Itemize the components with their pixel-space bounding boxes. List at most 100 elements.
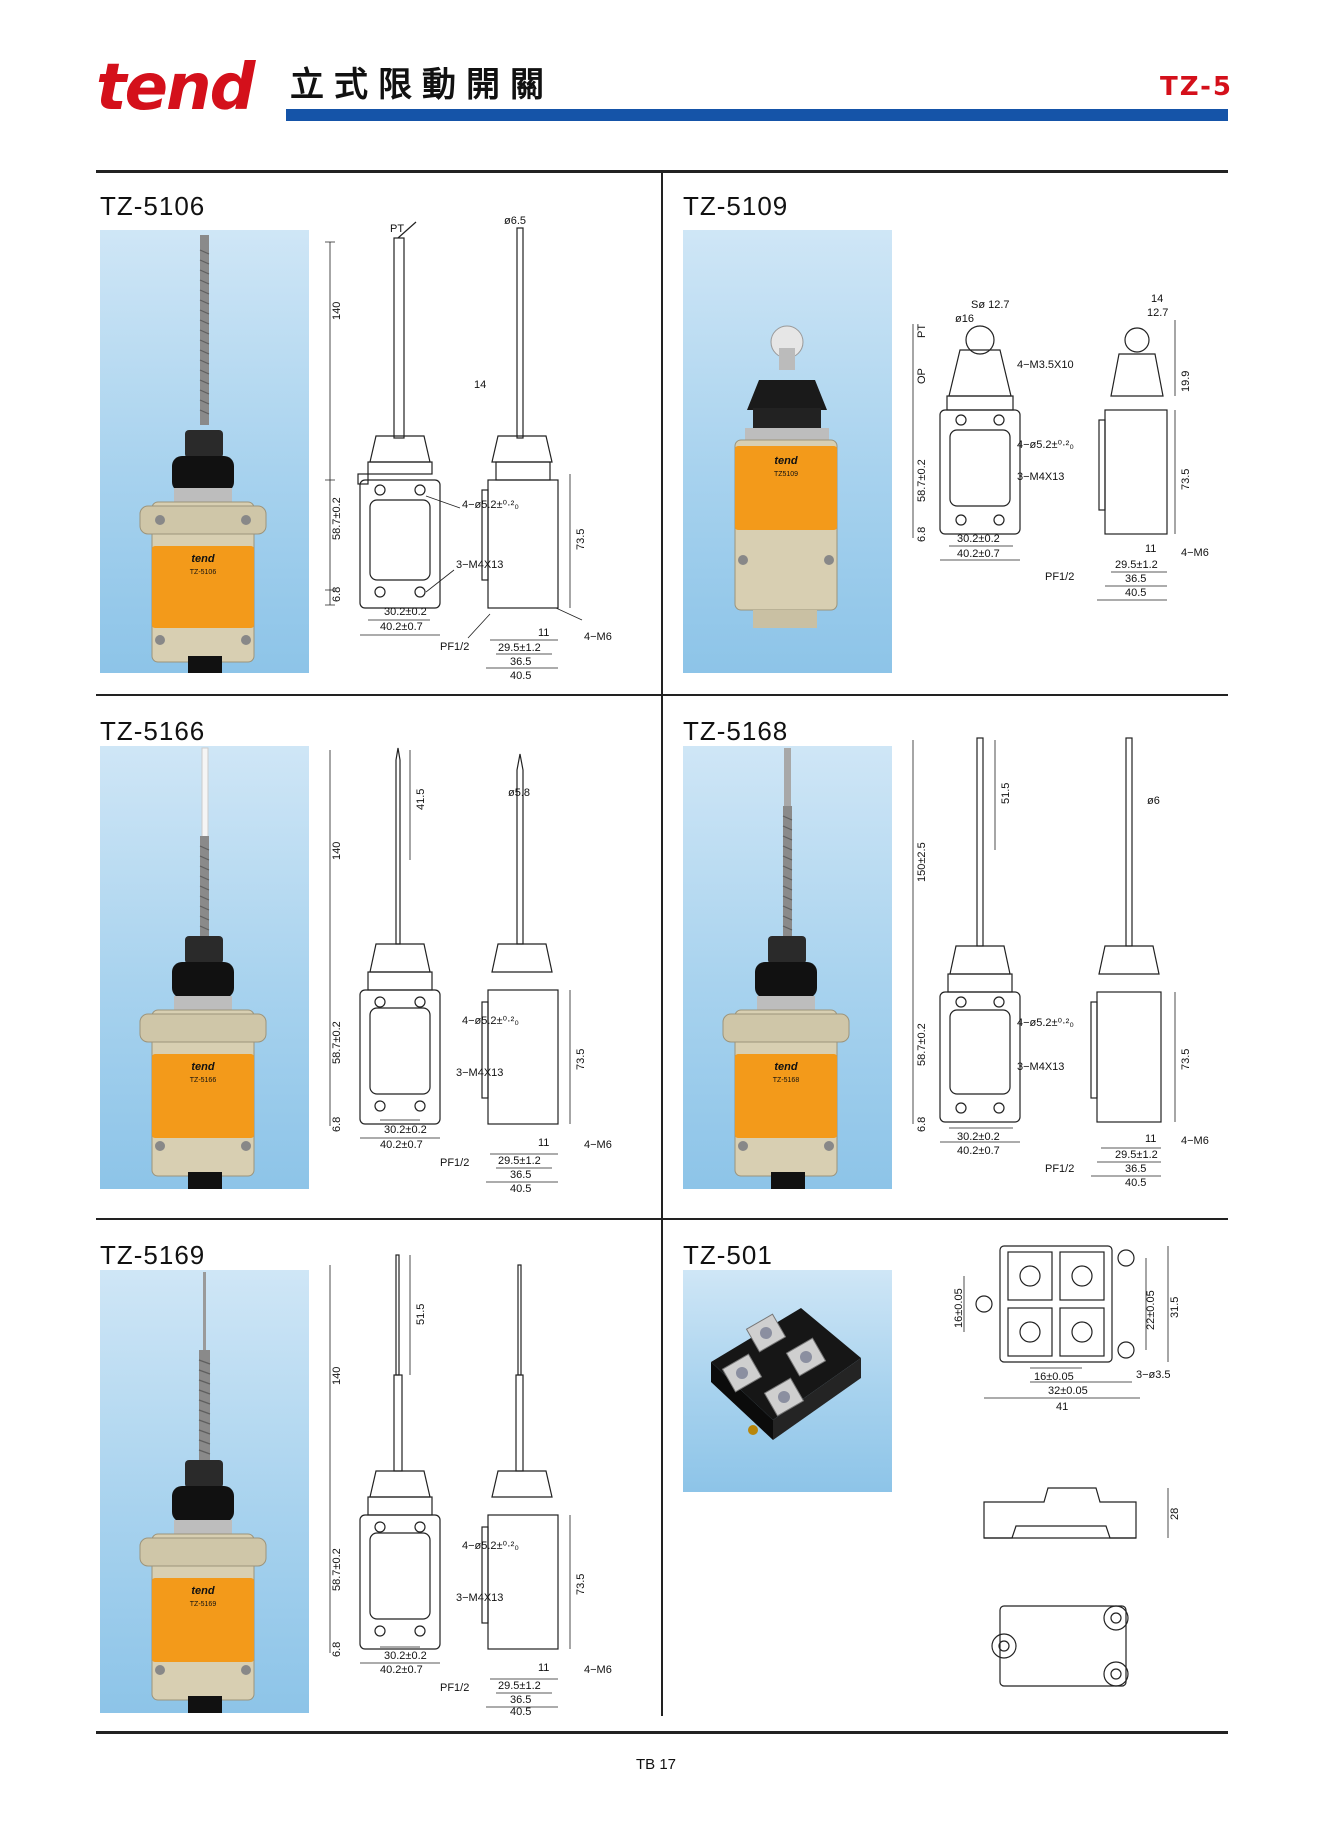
dim-height: 58.7±0.2 <box>331 1021 343 1064</box>
dim-pitch-h: 16±0.05 <box>1034 1371 1074 1383</box>
dim-rod-dia: ø6.5 <box>504 215 526 227</box>
dim-depth: 73.5 <box>575 1574 587 1595</box>
dim-pitch-v2: 22±0.05 <box>1145 1290 1157 1330</box>
dim-mount-holes: 4−ø5.2±⁰·²₀ <box>1017 439 1074 451</box>
page-number: TB 17 <box>636 1756 677 1773</box>
dim-height: 58.7±0.2 <box>331 1548 343 1591</box>
brand-label: tend <box>191 1585 215 1597</box>
dim-side-b: 29.5±1.2 <box>1115 1149 1158 1161</box>
dim-body-width: 40.2±0.7 <box>380 1139 423 1151</box>
drawing-tz5168: 51.5 ø6 150±2.5 58.7±0.2 6.8 4−ø5.2±⁰·²₀… <box>912 737 1209 1189</box>
series-code: TZ-5 <box>1160 72 1234 102</box>
dim-height: 58.7±0.2 <box>916 1023 928 1066</box>
drawing-tz501: 16±0.05 22±0.05 31.5 16±0.05 32±0.05 41 … <box>953 1245 1181 1687</box>
dim-pitch-v: 16±0.05 <box>953 1288 965 1328</box>
dim-screws: 3−M4X13 <box>1017 1061 1064 1073</box>
catalog-title: 立式限動開關 <box>290 65 554 105</box>
drawing-tz5166: 41.5 ø5.8 140 58.7±0.2 6.8 4−ø5.2±⁰·²₀ 3… <box>329 747 612 1195</box>
dim-depth: 73.5 <box>575 1049 587 1070</box>
dim-side-d: 40.5 <box>510 1706 531 1718</box>
dim-holes: 3−ø3.5 <box>1136 1369 1171 1381</box>
dim-width-top: 14 <box>1151 293 1163 305</box>
dim-base: 6.8 <box>916 1117 928 1132</box>
dim-depth: 73.5 <box>575 529 587 550</box>
dim-top-height: 19.9 <box>1180 371 1192 392</box>
dim-height: 58.7±0.2 <box>916 459 928 502</box>
brand-label: tend <box>774 455 798 467</box>
dim-length: 140 <box>331 1367 343 1385</box>
dim-base: 6.8 <box>916 527 928 542</box>
dim-rod-dia: ø5.8 <box>508 787 530 799</box>
drawing-tz5106: 140 58.7±0.2 6.8 30.2±0.2 40.2±0.7 PT ø6… <box>325 215 612 682</box>
dim-screws: 3−M4X13 <box>456 1067 503 1079</box>
dim-mount-holes: 4−ø5.2±⁰·²₀ <box>462 499 519 511</box>
dim-base: 6.8 <box>331 1642 343 1657</box>
dim-pt: PT <box>390 223 404 235</box>
dim-hole-spacing: 30.2±0.2 <box>957 533 1000 545</box>
model-title: TZ-5106 <box>100 191 206 221</box>
brand-label: tend <box>191 553 215 565</box>
product-photo-tz5109: tend TZ5109 <box>683 230 892 673</box>
dim-body-width: 40.2±0.7 <box>957 1145 1000 1157</box>
dim-base: 6.8 <box>331 1117 343 1132</box>
dim-thread: 4−M6 <box>584 631 612 643</box>
dim-side-c: 36.5 <box>1125 1163 1146 1175</box>
dim-hole-spacing: 30.2±0.2 <box>384 1650 427 1662</box>
dim-thread: 4−M6 <box>584 1664 612 1676</box>
model-title: TZ-5169 <box>100 1240 206 1270</box>
product-photo-tz5166: tend TZ-5166 <box>100 746 309 1189</box>
dim-height: 31.5 <box>1169 1297 1181 1318</box>
dim-tip: 51.5 <box>415 1304 427 1325</box>
dim-side-d: 40.5 <box>1125 1177 1146 1189</box>
dim-thickness: 28 <box>1169 1508 1181 1520</box>
brand-label: tend <box>774 1061 798 1073</box>
dim-side-c: 36.5 <box>1125 573 1146 585</box>
dim-side-d: 40.5 <box>510 670 531 682</box>
product-photo-tz501 <box>683 1270 892 1492</box>
dim-pt: PT <box>916 324 928 338</box>
header-bar <box>286 109 1228 121</box>
dim-mount-holes: 4−ø5.2±⁰·²₀ <box>462 1540 519 1552</box>
dim-side-d: 40.5 <box>1125 587 1146 599</box>
dim-length: 150±2.5 <box>916 842 928 882</box>
dim-conduit: PF1/2 <box>440 1682 469 1694</box>
row-divider-2 <box>96 1218 1228 1220</box>
dim-body-width: 40.2±0.7 <box>380 1664 423 1676</box>
product-photo-tz5169: tend TZ-5169 <box>100 1270 309 1713</box>
dim-mount-holes: 4−ø5.2±⁰·²₀ <box>462 1015 519 1027</box>
dim-body-width: 40.2±0.7 <box>957 548 1000 560</box>
dim-side-a: 11 <box>538 627 549 639</box>
column-divider <box>661 171 663 1716</box>
dim-side-b: 29.5±1.2 <box>1115 559 1158 571</box>
photo-model-label: TZ5109 <box>774 471 798 478</box>
dim-side-a: 11 <box>1145 543 1156 555</box>
photo-model-label: TZ-5169 <box>190 1601 217 1608</box>
dim-width-top2: 12.7 <box>1147 307 1168 319</box>
model-title: TZ-5109 <box>683 191 789 221</box>
dim-tip: 41.5 <box>415 789 427 810</box>
dim-side-c: 36.5 <box>510 656 531 668</box>
model-title: TZ-501 <box>683 1240 773 1270</box>
dim-length: 140 <box>331 842 343 860</box>
dim-conduit: PF1/2 <box>1045 1163 1074 1175</box>
dim-side-c: 36.5 <box>510 1694 531 1706</box>
dim-conduit: PF1/2 <box>440 641 469 653</box>
dim-mount-holes: 4−ø5.2±⁰·²₀ <box>1017 1017 1074 1029</box>
dim-hole-spacing: 30.2±0.2 <box>384 1124 427 1136</box>
brand-logo: tend <box>96 51 255 125</box>
dim-screws: 3−M4X13 <box>456 559 503 571</box>
dim-tip: 51.5 <box>1000 783 1012 804</box>
dim-op: OP <box>916 368 928 384</box>
dim-hole-spacing: 30.2±0.2 <box>957 1131 1000 1143</box>
model-title: TZ-5166 <box>100 716 206 746</box>
dim-sphere: Sø 12.7 <box>971 299 1010 311</box>
dim-screws: 3−M4X13 <box>456 1592 503 1604</box>
photo-model-label: TZ-5168 <box>773 1077 800 1084</box>
dim-conduit: PF1/2 <box>1045 571 1074 583</box>
dim-length: 140 <box>331 302 343 320</box>
dim-side-b: 29.5±1.2 <box>498 1155 541 1167</box>
product-photo-tz5106: tend TZ-5106 <box>100 230 309 673</box>
photo-model-label: TZ-5166 <box>190 1077 217 1084</box>
photo-model-label: TZ-5106 <box>190 569 217 576</box>
dim-depth: 73.5 <box>1180 1049 1192 1070</box>
